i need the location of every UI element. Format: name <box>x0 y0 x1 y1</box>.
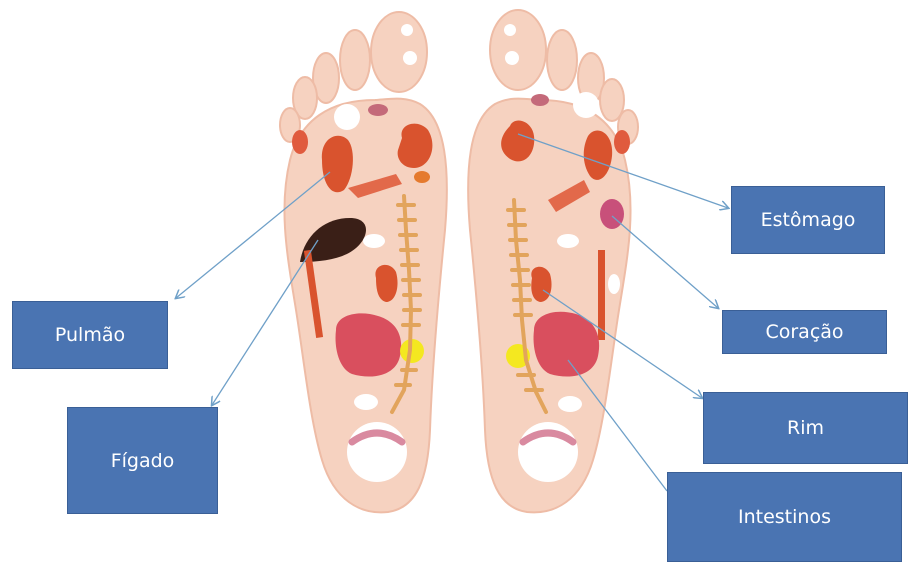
right-kidney-organ <box>531 267 551 302</box>
label-coracao: Coração <box>722 310 887 354</box>
label-coracao-text: Coração <box>765 321 843 343</box>
label-intestinos-text: Intestinos <box>738 506 831 528</box>
left-spot <box>363 234 385 248</box>
left-toe-2 <box>340 30 370 90</box>
label-figado-text: Fígado <box>111 450 175 472</box>
right-head-spot <box>573 92 599 118</box>
label-intestinos: Intestinos <box>667 472 902 562</box>
label-rim: Rim <box>703 392 908 464</box>
right-ear-reflex <box>531 94 549 106</box>
left-spot <box>354 394 378 410</box>
right-heart-organ <box>600 199 624 229</box>
right-big-toe <box>490 10 546 90</box>
right-toe-spot <box>504 24 516 36</box>
left-stomach-organ <box>398 124 433 168</box>
arrow-coracao <box>612 216 718 308</box>
left-big-toe <box>371 12 427 92</box>
left-small-organ <box>414 171 430 183</box>
left-ear-reflex <box>368 104 388 116</box>
right-spot <box>558 396 582 412</box>
right-spot <box>557 234 579 248</box>
left-head-spot <box>334 104 360 130</box>
left-eye-reflex <box>292 130 308 154</box>
label-estomago: Estômago <box>731 186 885 254</box>
label-pulmao-text: Pulmão <box>55 324 125 346</box>
left-toe-spot <box>403 51 417 65</box>
right-foot <box>468 10 638 512</box>
label-estomago-text: Estômago <box>761 209 856 231</box>
label-pulmao: Pulmão <box>12 301 168 369</box>
label-rim-text: Rim <box>787 417 824 439</box>
label-figado: Fígado <box>67 407 218 514</box>
left-foot <box>280 12 447 512</box>
left-toe-spot <box>401 24 413 36</box>
right-toe-2 <box>547 30 577 90</box>
leader-lines <box>176 134 728 491</box>
right-eye-reflex <box>614 130 630 154</box>
right-tendon <box>598 250 605 340</box>
right-spot <box>608 274 620 294</box>
right-toe-spot <box>505 51 519 65</box>
